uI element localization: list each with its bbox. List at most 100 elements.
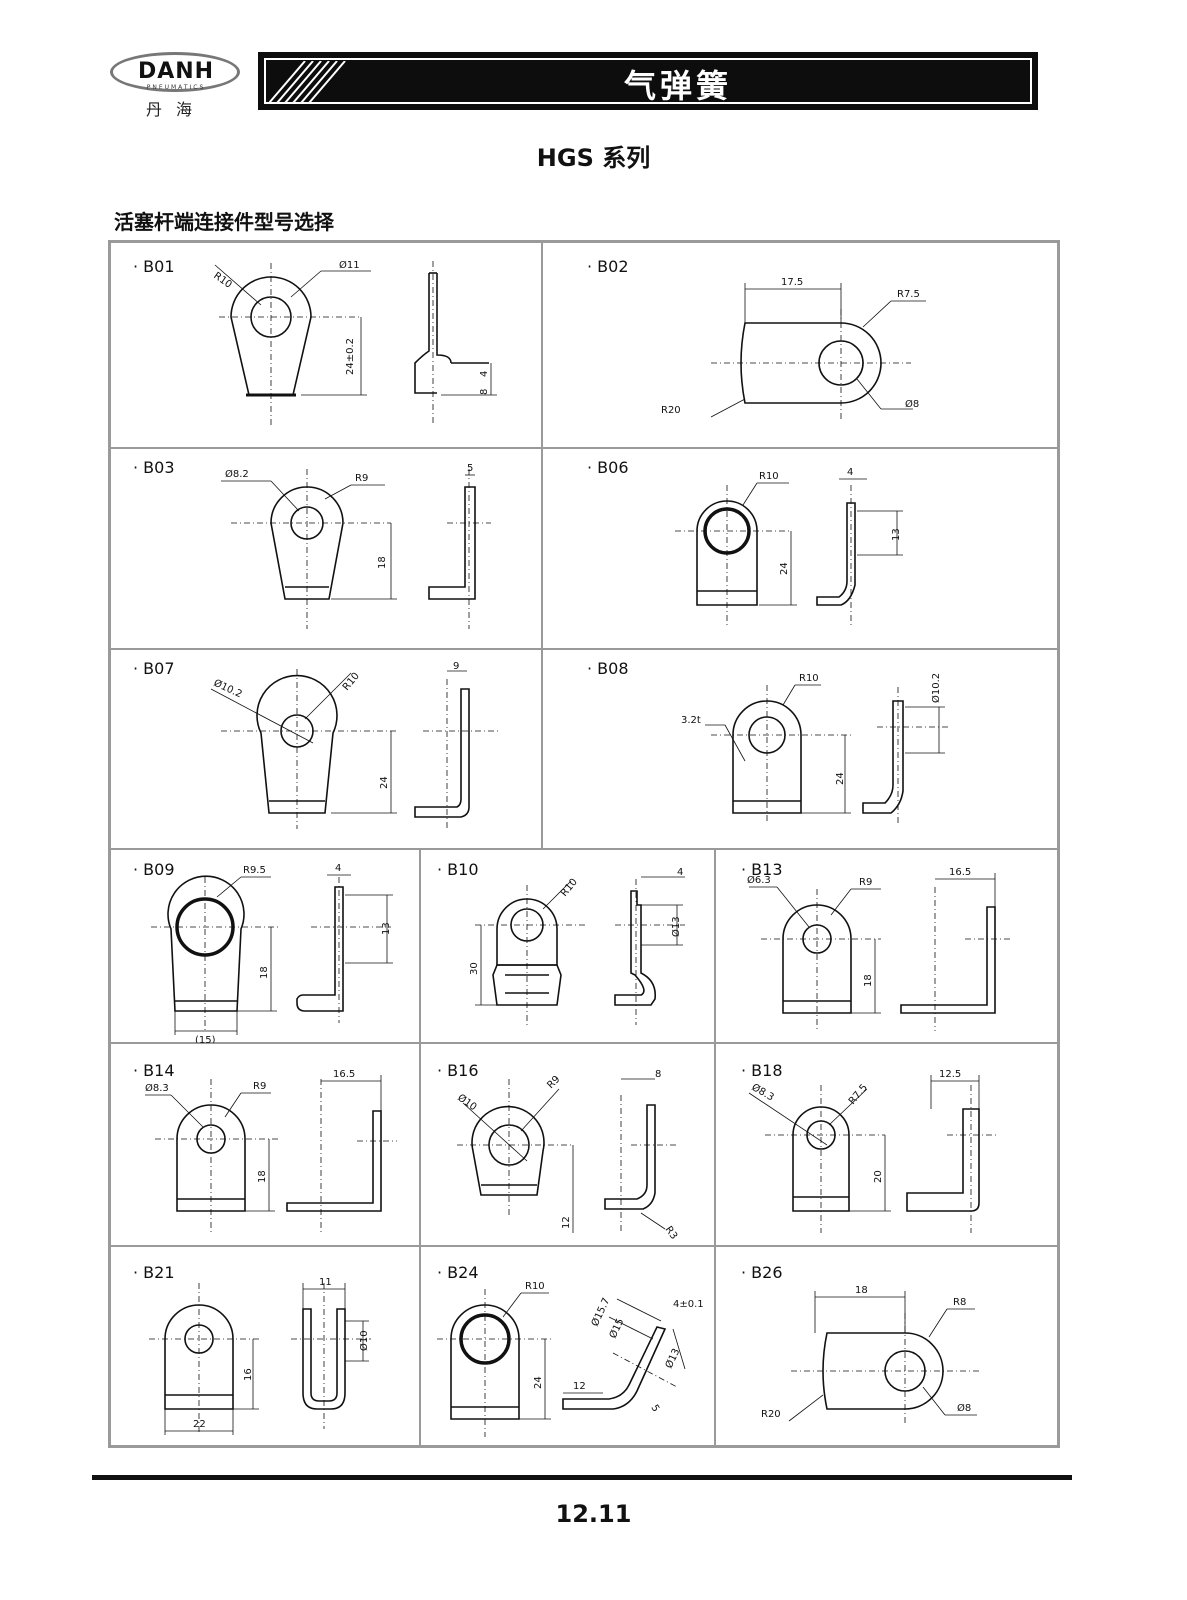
b10-front-upper xyxy=(496,898,558,966)
b03-dim-18: 18 xyxy=(377,556,388,569)
logo-chinese-name: 丹海 xyxy=(145,100,206,119)
b26-dim-d8: Ø8 xyxy=(957,1402,971,1414)
b21-side-outline xyxy=(302,1308,346,1410)
b09-side-outline xyxy=(296,886,344,1012)
drawing-b18: Ø8.3 R7.5 12.5 20 xyxy=(748,1069,999,1233)
b14-dim-18: 18 xyxy=(257,1170,268,1183)
b02-dim-17-5: 17.5 xyxy=(781,277,803,288)
b01-dim-24: 24±0.2 xyxy=(345,338,356,375)
panel-grid-lines xyxy=(111,243,1057,1445)
b13-front-outline xyxy=(782,904,852,1014)
b26-dim-r20: R20 xyxy=(761,1409,781,1420)
b03-side-outline xyxy=(428,486,476,600)
b16-dim-8: 8 xyxy=(655,1069,661,1080)
logo-subtitle: PNEUMATICS xyxy=(146,84,206,91)
b07-side-outline xyxy=(414,688,470,818)
b10-dim-30: 30 xyxy=(469,962,480,975)
part-label-b07: · B07 xyxy=(133,659,175,678)
part-label-b09: · B09 xyxy=(133,860,175,879)
part-label-b16: · B16 xyxy=(437,1061,479,1080)
b24-dim-24: 24 xyxy=(533,1376,544,1389)
b24-dim-d15-7: Ø15.7 xyxy=(589,1296,613,1328)
part-label-b21: · B21 xyxy=(133,1263,175,1282)
logo-mark: DANH xyxy=(137,59,215,84)
b26-dim-r8: R8 xyxy=(953,1297,966,1308)
b01-dim-r10: R10 xyxy=(211,270,233,290)
parts-panel: · B01 · B02 · B03 · B06 · B07 · B08 · B0… xyxy=(108,240,1060,1448)
b10-dim-4: 4 xyxy=(677,867,683,878)
b10-dim-r10: R10 xyxy=(559,877,580,899)
b01-side-outline xyxy=(414,273,489,394)
b01-dim-d11: Ø11 xyxy=(339,259,360,271)
series-heading: HGS 系列 xyxy=(536,144,651,172)
b24-dim-4: 4±0.1 xyxy=(673,1299,704,1310)
b13-dim-18: 18 xyxy=(863,974,874,987)
b08-dim-24: 24 xyxy=(835,772,846,785)
b13-dim-16-5: 16.5 xyxy=(949,867,971,878)
b03-dim-r9: R9 xyxy=(355,473,368,484)
part-label-b18: · B18 xyxy=(741,1061,783,1080)
b18-dim-20: 20 xyxy=(873,1170,884,1183)
drawing-b07: Ø10.2 R10 9 24 xyxy=(210,661,501,829)
drawing-b13: Ø6.3 R9 16.5 18 xyxy=(747,867,1011,1031)
b02-dim-r7-5: R7.5 xyxy=(897,289,920,300)
b09-dim-13: 13 xyxy=(381,922,392,935)
b14-dim-r9: R9 xyxy=(253,1081,266,1092)
brand-logo: DANH PNEUMATICS 丹海 xyxy=(108,50,244,120)
part-label-b10: · B10 xyxy=(437,860,479,879)
banner-inner-frame xyxy=(264,58,1032,104)
banner-title: 气弹簧 xyxy=(623,67,732,105)
b01-dim-4: 4 xyxy=(479,371,490,377)
b26-dim-18: 18 xyxy=(855,1285,868,1296)
part-label-b24: · B24 xyxy=(437,1263,479,1282)
b26-outline xyxy=(822,1332,944,1410)
b03-dim-d8-2: Ø8.2 xyxy=(225,468,249,480)
drawing-b09: R9.5 4 13 18 (15) xyxy=(151,863,393,1043)
b21-dim-22: 22 xyxy=(193,1419,206,1430)
b08-front-outline xyxy=(732,700,802,814)
drawing-b08: R10 3.2t Ø10.2 24 xyxy=(681,673,951,823)
drawing-b02: 17.5 R7.5 R20 Ø8 xyxy=(661,277,926,419)
b09-dim-r9-5: R9.5 xyxy=(243,865,266,876)
part-label-b03: · B03 xyxy=(133,458,175,477)
b18-side-outline xyxy=(906,1108,980,1212)
banner-stripes xyxy=(269,61,346,103)
section-title: 活塞杆端连接件型号选择 xyxy=(114,210,334,234)
b13-dim-r9: R9 xyxy=(859,877,872,888)
b10-dim-d13: Ø13 xyxy=(670,916,682,937)
b06-dim-13: 13 xyxy=(891,528,902,541)
drawing-b01: R10 Ø11 24±0.2 4 8 xyxy=(211,259,497,425)
b03-front-outline xyxy=(270,486,344,600)
b14-dim-16-5: 16.5 xyxy=(333,1069,355,1080)
drawing-b14: Ø8.3 R9 16.5 18 xyxy=(145,1069,397,1233)
b24-side-outline xyxy=(562,1326,667,1410)
page-number: 12.11 xyxy=(555,1500,632,1528)
b01-front-outline xyxy=(230,276,312,396)
b14-dim-d8-3: Ø8.3 xyxy=(145,1082,169,1094)
b09-front-outline xyxy=(167,875,245,1012)
logo-oval xyxy=(110,52,240,92)
b13-dim-d6-3: Ø6.3 xyxy=(747,874,771,886)
footer-rule xyxy=(92,1475,1072,1480)
drawing-b16: Ø10 R9 8 12 R3 xyxy=(455,1069,679,1241)
b09-dim-15: (15) xyxy=(195,1035,216,1043)
b01-dim-8: 8 xyxy=(479,389,490,395)
drawing-b10: R10 4 Ø13 30 xyxy=(469,867,685,1025)
b24-dim-5: 5 xyxy=(648,1403,661,1414)
b24-dim-r10: R10 xyxy=(525,1281,545,1292)
b07-dim-d10-2: Ø10.2 xyxy=(212,677,244,701)
b18-front-outline xyxy=(792,1106,850,1212)
b21-front-outline xyxy=(164,1304,234,1410)
b07-dim-9: 9 xyxy=(453,661,459,672)
b06-front-outline xyxy=(696,500,758,606)
b06-dim-r10: R10 xyxy=(759,471,779,482)
b16-side-outline xyxy=(604,1104,656,1210)
b10-front-lower xyxy=(492,964,562,1006)
b07-front-outline xyxy=(256,674,338,814)
b21-dim-d10: Ø10 xyxy=(358,1330,370,1351)
b16-dim-r9: R9 xyxy=(545,1074,562,1091)
b08-dim-r10: R10 xyxy=(799,673,819,684)
part-label-b01: · B01 xyxy=(133,257,175,276)
b07-dim-24: 24 xyxy=(379,776,390,789)
b13-side-outline xyxy=(900,906,996,1014)
